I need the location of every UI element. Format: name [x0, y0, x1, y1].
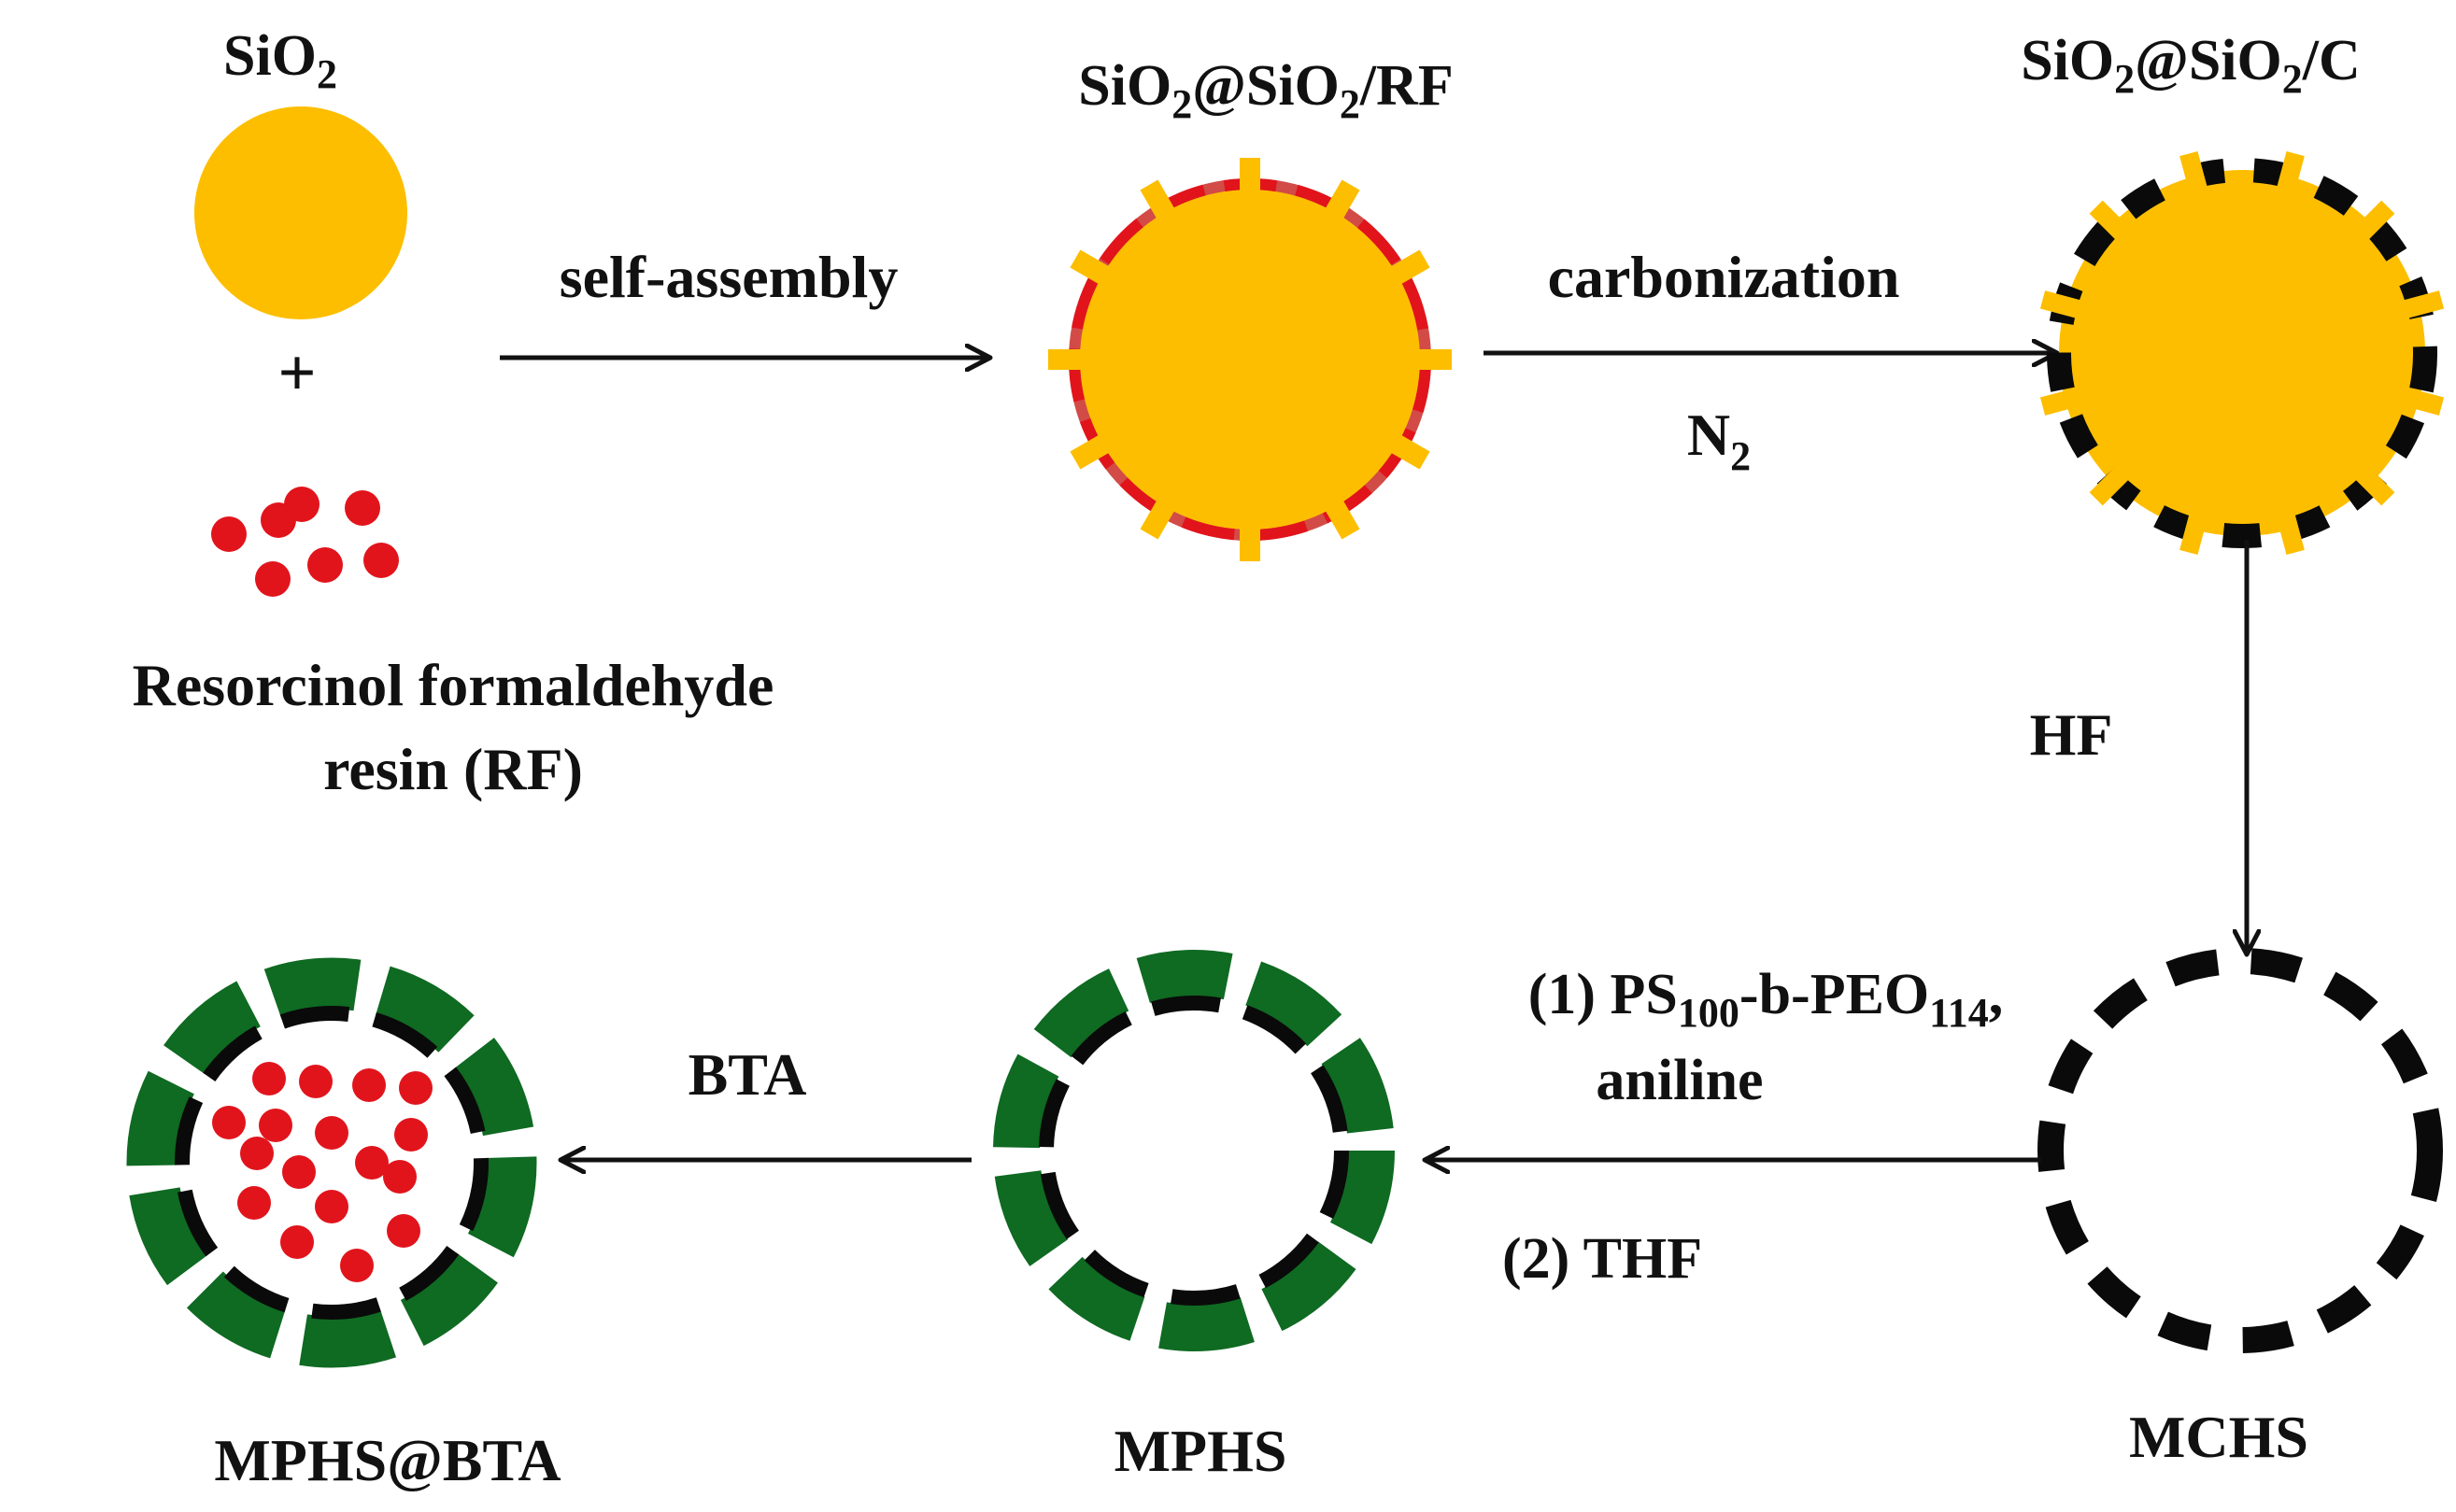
plus-sign: + [277, 335, 316, 410]
bta-molecule [383, 1160, 417, 1194]
hf-label: HF [2030, 701, 2113, 768]
silica-rf-sphere [1048, 158, 1452, 561]
polymer-step-line2: aniline [1596, 1049, 1763, 1112]
silica-protrusions [1048, 158, 1452, 561]
bta-molecule [394, 1118, 428, 1152]
bta-molecule [399, 1071, 433, 1105]
bta-molecule [299, 1065, 333, 1098]
bta-molecule [315, 1116, 348, 1150]
silica-sphere [194, 106, 407, 319]
self-assembly-label: self-assembly [560, 244, 899, 310]
polyaniline-dashed-outer [993, 950, 1395, 1351]
silica-protrusion [1070, 249, 1123, 292]
resin-particle [211, 516, 247, 552]
carbon-dashed-coating [2047, 158, 2437, 548]
silica-protrusion [1377, 249, 1430, 292]
carbonization-label: carbonization [1548, 244, 1900, 310]
mchs-label: MCHS [2129, 1404, 2308, 1470]
silica-protrusions [2039, 150, 2445, 556]
mphs-bta-label: MPHS@BTA [214, 1427, 561, 1493]
mchs-hollow-carbon-sphere [2037, 948, 2443, 1353]
silica-protrusion [2348, 459, 2395, 506]
carbon-dashed-inner [1039, 996, 1349, 1306]
silica-protrusion [2348, 200, 2395, 247]
bta-molecule [259, 1109, 292, 1142]
silica-protrusion [2179, 150, 2210, 202]
silica-core [2059, 170, 2425, 536]
silica-protrusion [2039, 385, 2091, 416]
stage2-label: SiO2@SiO2/RF [1078, 54, 1453, 127]
rf-label-line2: resin (RF) [323, 736, 583, 802]
bta-molecule [340, 1249, 374, 1282]
bta-molecules [212, 1062, 433, 1282]
polymer-step-line1: (1) PS100-b-PEO114, [1528, 963, 2003, 1036]
silica-protrusion [2393, 290, 2445, 321]
silica-label: SiO2 [223, 24, 337, 97]
bta-molecule [237, 1186, 271, 1220]
silica-protrusion [1317, 487, 1360, 540]
silica-protrusion [1317, 179, 1360, 233]
polymer-step-line3: (2) THF [1502, 1227, 1702, 1291]
silica-protrusion [2274, 504, 2305, 556]
silica-protrusion [2393, 385, 2445, 416]
silica-protrusion [2179, 504, 2210, 556]
resin-particle [284, 487, 319, 522]
mphs-bta-sphere [126, 957, 537, 1368]
silica-protrusion [2089, 459, 2137, 506]
silica-protrusion [2039, 290, 2091, 321]
mphs-sphere [993, 950, 1395, 1351]
silica-protrusion [1140, 487, 1183, 540]
mphs-label: MPHS [1114, 1418, 1287, 1484]
resin-particle [363, 543, 399, 578]
bta-molecule [240, 1137, 274, 1170]
bta-molecule [282, 1155, 316, 1189]
atmosphere-label: N2 [1687, 402, 1751, 479]
silica-protrusion [1140, 179, 1183, 233]
silica-core [1080, 190, 1420, 530]
rf-label-line1: Resorcinol formaldehyde [133, 652, 774, 718]
carbon-dashed-inner [175, 1006, 489, 1320]
polyaniline-dashed-outer [126, 957, 537, 1368]
stage3-label: SiO2@SiO2/C [2021, 29, 2361, 102]
bta-molecule [280, 1225, 314, 1259]
bta-molecule [355, 1146, 389, 1180]
resin-particle [345, 490, 380, 526]
silica-protrusion [1377, 427, 1430, 470]
silica-carbon-sphere [2039, 150, 2445, 556]
resin-particle [307, 547, 343, 583]
silica-protrusion [1070, 427, 1123, 470]
bta-molecule [387, 1214, 420, 1248]
bta-molecule [212, 1106, 246, 1139]
bta-label: BTA [689, 1041, 807, 1108]
bta-molecule [352, 1068, 386, 1102]
bta-molecule [252, 1062, 286, 1095]
resin-particle [255, 561, 291, 597]
silica-protrusion [2089, 200, 2137, 247]
silica-protrusion [2274, 150, 2305, 202]
bta-molecule [315, 1190, 348, 1223]
resin-particles [211, 487, 399, 597]
